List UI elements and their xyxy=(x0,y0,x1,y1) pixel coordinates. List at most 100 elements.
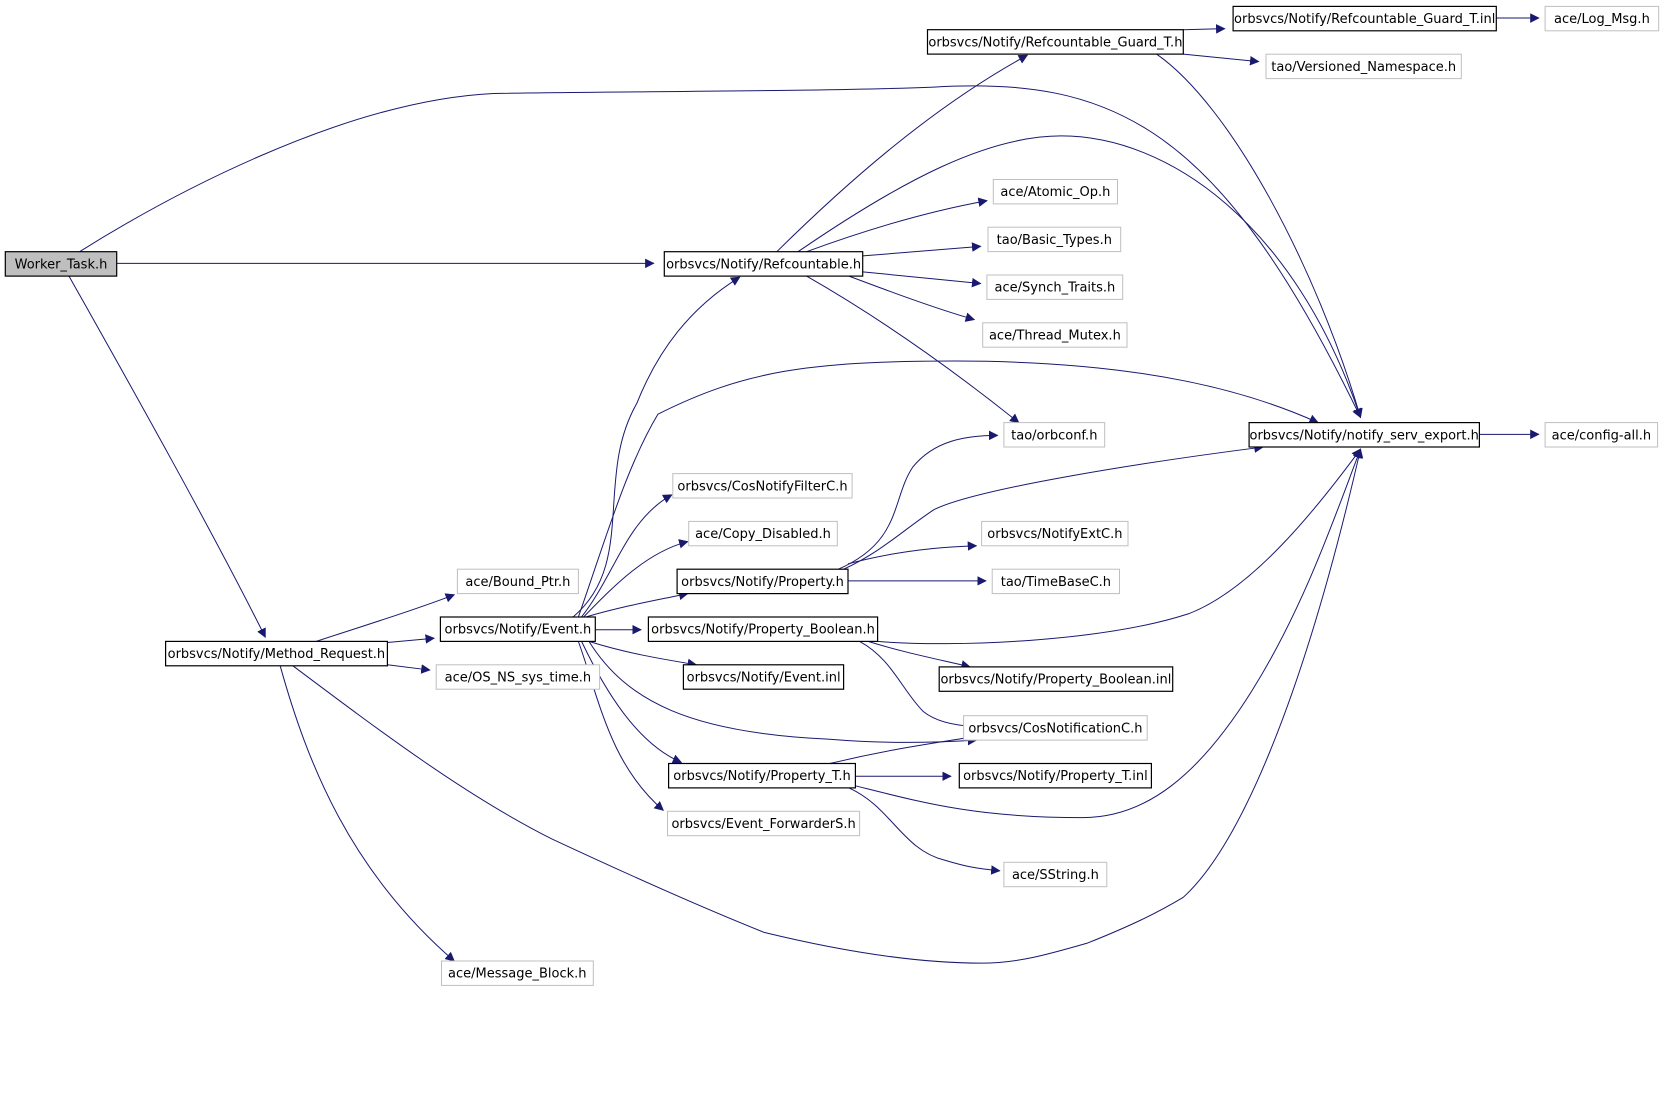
node-label: tao/Versioned_Namespace.h xyxy=(1271,60,1456,75)
node-label: ace/Log_Msg.h xyxy=(1554,12,1650,27)
node-timebasec[interactable]: tao/TimeBaseC.h xyxy=(991,568,1121,595)
node-label: ace/SString.h xyxy=(1012,868,1099,883)
node-label: orbsvcs/Event_ForwarderS.h xyxy=(671,817,855,832)
node-box xyxy=(682,664,845,690)
node-refcountable[interactable]: orbsvcs/Notify/Refcountable.h xyxy=(663,251,864,277)
node-label: orbsvcs/Notify/Property_Boolean.h xyxy=(651,623,875,638)
nodes-layer: Worker_Task.h orbsvcs/Notify/Refcountable… xyxy=(4,5,1660,986)
node-box xyxy=(926,29,1184,55)
node-box xyxy=(663,251,864,277)
edge-refcountable-to-basic_types xyxy=(863,242,982,256)
node-box xyxy=(647,616,879,642)
edge-method_request-to-bound_ptr xyxy=(316,593,456,642)
node-label: ace/Synch_Traits.h xyxy=(995,281,1116,296)
node-notifyextc[interactable]: orbsvcs/NotifyExtC.h xyxy=(981,520,1129,547)
edge-refcountable-to-thread_mutex xyxy=(849,276,976,322)
edge-event-to-refcountable xyxy=(573,276,741,617)
node-label: orbsvcs/CosNotificationC.h xyxy=(968,721,1142,736)
node-bound-ptr[interactable]: ace/Bound_Ptr.h xyxy=(456,568,579,595)
node-label: ace/OS_NS_sys_time.h xyxy=(445,671,591,686)
node-synch-traits[interactable]: ace/Synch_Traits.h xyxy=(986,274,1124,300)
edge-refcountable-to-atomic_op xyxy=(807,197,988,252)
node-worker-task[interactable]: Worker_Task.h xyxy=(4,251,118,277)
node-box xyxy=(982,322,1128,348)
node-property-boolean[interactable]: orbsvcs/Notify/Property_Boolean.h xyxy=(647,616,879,642)
node-box xyxy=(1003,861,1108,888)
node-label: orbsvcs/Notify/Property_T.inl xyxy=(963,769,1148,784)
node-box xyxy=(1544,422,1659,448)
node-property-t[interactable]: orbsvcs/Notify/Property_T.h xyxy=(667,762,856,789)
node-config-all[interactable]: ace/config-all.h xyxy=(1544,422,1659,448)
node-label: orbsvcs/Notify/Property_T.h xyxy=(673,769,850,784)
edge-property_t-to-notify_serv_export xyxy=(855,448,1362,817)
edge-event-to-property_t xyxy=(582,641,683,764)
node-cosnotificationc[interactable]: orbsvcs/CosNotificationC.h xyxy=(963,715,1148,741)
node-label: orbsvcs/CosNotifyFilterC.h xyxy=(677,479,847,494)
node-label: ace/Copy_Disabled.h xyxy=(695,527,831,542)
node-box xyxy=(1265,53,1462,80)
edge-event-to-event_forwarders xyxy=(578,641,664,811)
node-refcountable-guard[interactable]: orbsvcs/Notify/Refcountable_Guard_T.h xyxy=(926,29,1184,55)
node-cosnotifyfilterc[interactable]: orbsvcs/CosNotifyFilterC.h xyxy=(672,473,853,499)
edge-refcountable-to-notify_serv_export xyxy=(798,136,1363,419)
edge-method_request-to-notify_serv_export xyxy=(293,448,1364,963)
node-box xyxy=(456,568,579,595)
node-label: orbsvcs/Notify/Property.h xyxy=(681,575,844,590)
node-event[interactable]: orbsvcs/Notify/Event.h xyxy=(439,616,596,642)
edge-property_boolean-to-cosnotificationc xyxy=(860,641,976,731)
node-label: ace/Thread_Mutex.h xyxy=(989,329,1121,344)
edge-refcountable-to-synch_traits xyxy=(863,272,982,288)
node-label: Worker_Task.h xyxy=(15,257,108,272)
node-property-boolean-inl[interactable]: orbsvcs/Notify/Property_Boolean.inl xyxy=(938,666,1174,692)
node-label: orbsvcs/Notify/Refcountable.h xyxy=(666,257,861,272)
edge-worker_task-to-method_request xyxy=(69,276,265,638)
node-event-inl[interactable]: orbsvcs/Notify/Event.inl xyxy=(682,664,845,690)
node-thread-mutex[interactable]: ace/Thread_Mutex.h xyxy=(982,322,1128,348)
edge-event-to-cosnotificationc xyxy=(589,641,978,746)
node-box xyxy=(958,762,1152,789)
node-method-request[interactable]: orbsvcs/Notify/Method_Request.h xyxy=(165,640,389,667)
edges-layer xyxy=(69,13,1540,963)
node-refcountable-guard-inl[interactable]: orbsvcs/Notify/Refcountable_Guard_T.inl xyxy=(1232,5,1497,32)
edge-property_t-to-cosnotificationc xyxy=(830,732,980,764)
edge-event-to-property xyxy=(586,590,689,617)
edge-event-to-event_inl xyxy=(589,641,698,669)
edge-worker_task-to-notify_serv_export xyxy=(80,86,1362,419)
node-label: orbsvcs/Notify/Event.h xyxy=(445,623,592,638)
node-box xyxy=(4,251,118,277)
node-box xyxy=(938,666,1174,692)
node-versioned-namespace[interactable]: tao/Versioned_Namespace.h xyxy=(1265,53,1462,80)
node-box xyxy=(981,520,1129,547)
node-basic-types[interactable]: tao/Basic_Types.h xyxy=(987,226,1122,253)
node-label: orbsvcs/Notify/Event.inl xyxy=(687,671,841,686)
node-box xyxy=(435,664,601,690)
node-label: orbsvcs/Notify/Refcountable_Guard_T.h xyxy=(928,35,1182,50)
node-orbconf[interactable]: tao/orbconf.h xyxy=(1003,422,1106,448)
node-box xyxy=(439,616,596,642)
node-sstring[interactable]: ace/SString.h xyxy=(1003,861,1108,888)
node-atomic-op[interactable]: ace/Atomic_Op.h xyxy=(992,179,1118,205)
edge-method_request-to-event xyxy=(387,634,435,644)
node-property-t-inl[interactable]: orbsvcs/Notify/Property_T.inl xyxy=(958,762,1152,789)
node-label: ace/Bound_Ptr.h xyxy=(465,575,570,590)
node-property[interactable]: orbsvcs/Notify/Property.h xyxy=(676,568,849,595)
node-label: orbsvcs/Notify/notify_serv_export.h xyxy=(1250,428,1479,443)
edge-method_request-to-os_ns_sys_time xyxy=(387,665,431,674)
node-notify-serv-export[interactable]: orbsvcs/Notify/notify_serv_export.h xyxy=(1248,422,1480,448)
node-label: orbsvcs/NotifyExtC.h xyxy=(987,527,1122,542)
node-event-forwarders[interactable]: orbsvcs/Event_ForwarderS.h xyxy=(667,810,861,837)
edge-property_boolean-to-property_boolean_inl xyxy=(868,641,971,670)
node-box xyxy=(1232,5,1497,32)
edge-method_request-to-message_block xyxy=(280,666,455,962)
node-copy-disabled[interactable]: ace/Copy_Disabled.h xyxy=(688,520,838,547)
node-box xyxy=(1544,5,1660,32)
node-message-block[interactable]: ace/Message_Block.h xyxy=(441,960,594,986)
node-label: orbsvcs/Notify/Method_Request.h xyxy=(168,647,386,662)
edge-event-to-notify_serv_export xyxy=(578,361,1319,617)
node-box xyxy=(1248,422,1480,448)
node-os-ns-sys-time[interactable]: ace/OS_NS_sys_time.h xyxy=(435,664,601,690)
edge-refcountable_guard-to-refcountable_guard_inl xyxy=(1183,24,1226,34)
node-log-msg[interactable]: ace/Log_Msg.h xyxy=(1544,5,1660,32)
node-box xyxy=(991,568,1121,595)
